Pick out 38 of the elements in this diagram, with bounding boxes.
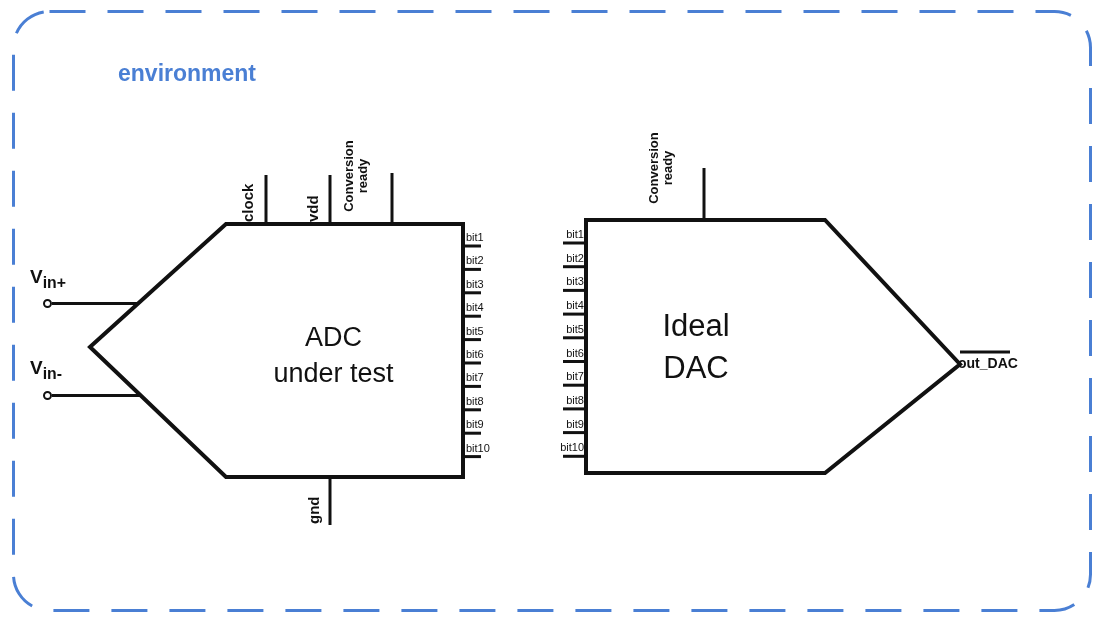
pin-label: Conversion ready — [342, 139, 371, 214]
terminal-label: V$_{in-}$ — [30, 357, 63, 383]
pin-label: bit6 — [565, 346, 584, 359]
terminal-label: V$_{in+}$ — [30, 266, 66, 292]
pin-label: bit2 — [466, 254, 484, 267]
pin-label: vdd — [305, 195, 322, 222]
pin-label: bit3 — [466, 277, 484, 290]
input-terminal — [43, 391, 52, 400]
pin-label: bit2 — [565, 251, 584, 264]
block-label: Ideal DAC — [661, 307, 731, 387]
pin-label: bit5 — [565, 322, 584, 335]
pin-label: bit4 — [565, 299, 584, 312]
pin-label: bit3 — [565, 275, 584, 288]
pin-label: bit7 — [466, 371, 484, 384]
pin-label: bit4 — [466, 301, 484, 314]
pin-label: bit6 — [466, 348, 484, 361]
pin-label: bit10 — [466, 441, 490, 454]
dac-block — [586, 220, 960, 473]
pin-label: bit8 — [466, 394, 484, 407]
pin-label: bit9 — [466, 418, 484, 431]
pin-label: bit7 — [565, 370, 584, 383]
pin-label: clock — [240, 183, 257, 222]
pin-label: bit1 — [466, 231, 484, 244]
pin-label: bit8 — [565, 393, 584, 406]
wire — [52, 394, 141, 397]
pin-label: bit9 — [565, 417, 584, 430]
pin-label: bit5 — [466, 324, 484, 337]
environment-frame — [12, 10, 1092, 612]
pin-label: bit10 — [559, 441, 584, 454]
input-terminal — [43, 299, 52, 308]
adc-block — [90, 224, 463, 477]
wire — [52, 302, 139, 305]
frame-title: environment — [118, 60, 257, 87]
block-label: ADC under test — [272, 321, 395, 391]
pin-label: gnd — [306, 496, 323, 524]
pin-label: bit1 — [565, 228, 584, 241]
pin-label: Conversion ready — [647, 131, 676, 206]
pin-label: out_DAC — [958, 356, 1018, 372]
